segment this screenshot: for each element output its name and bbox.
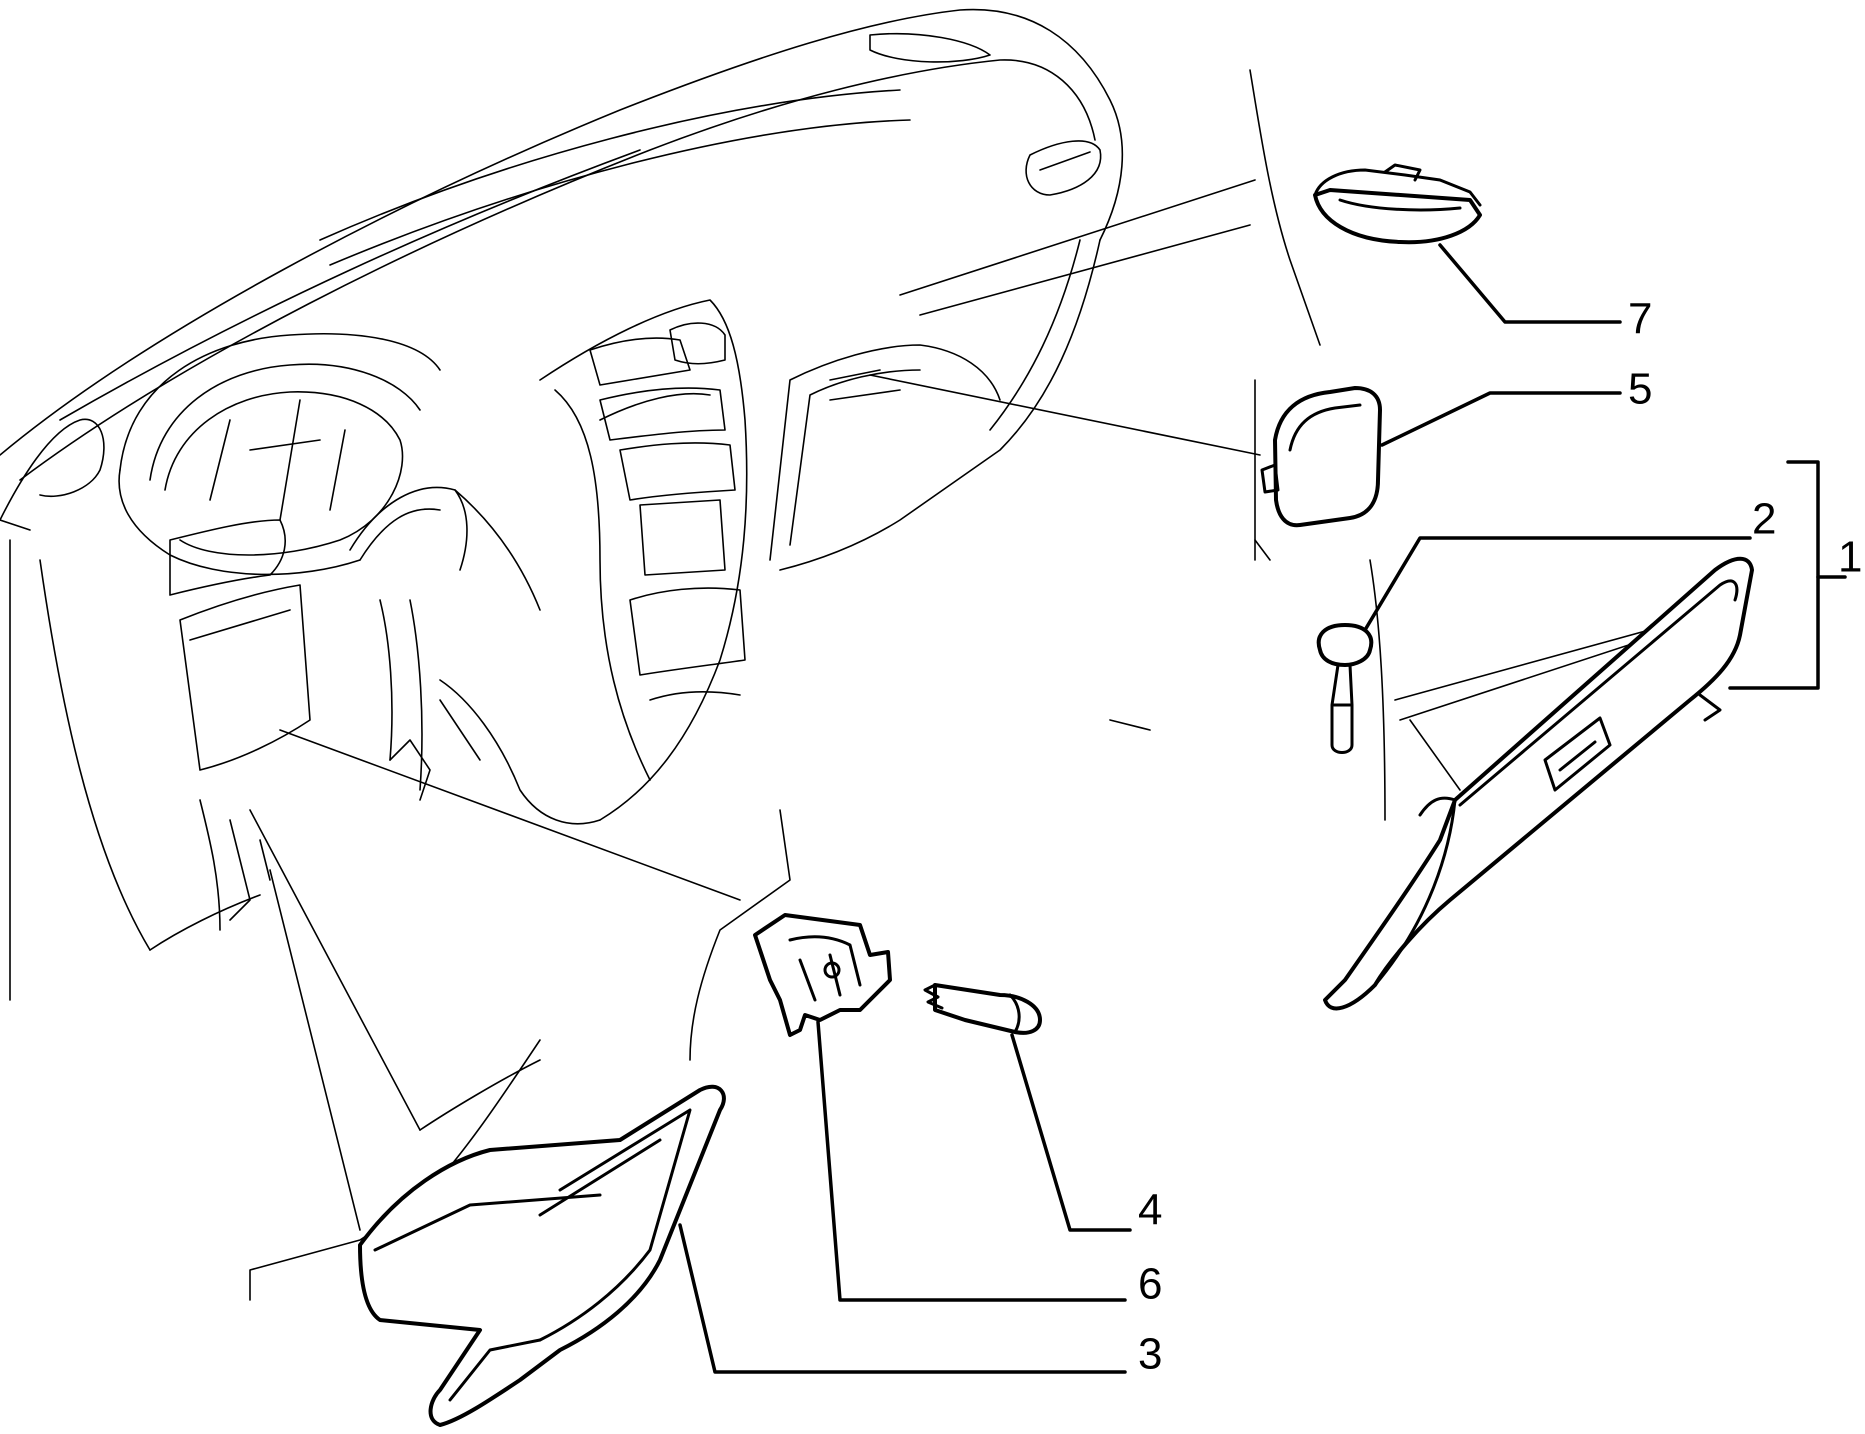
callout-6: 6 [1138,1260,1162,1309]
leader-3 [678,1223,1127,1374]
callout-2: 2 [1752,495,1776,544]
assembly-lines [249,179,1741,1231]
leader-2 [1363,536,1752,632]
part-6-bracket [753,913,892,1037]
part-7-clip [1313,163,1482,245]
leader-5 [1380,391,1622,447]
callout-3: 3 [1138,1330,1162,1379]
callout-1: 1 [1838,533,1862,582]
callout-labels: 7 5 2 1 4 6 3 [1138,295,1862,1379]
leader-4 [1010,1033,1132,1232]
part-1-glovebox-lid [1323,556,1754,1011]
leader-6 [816,1020,1127,1302]
part-5-cover [1260,386,1382,528]
leader-1-bracket [1728,460,1820,690]
callout-leaders [678,243,1847,1374]
break-lines [249,69,1386,1301]
leader-7 [1438,243,1622,324]
dashboard-outline [0,8,1124,1001]
part-3-tray [358,1084,726,1427]
part-4-screw [923,983,1042,1035]
callout-7: 7 [1628,295,1652,344]
callout-4: 4 [1138,1186,1162,1235]
callout-5: 5 [1628,365,1652,414]
part-2-knob [1316,623,1374,754]
